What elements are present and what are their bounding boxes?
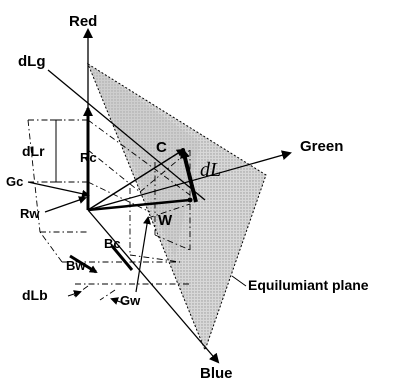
dL-label: dL <box>200 159 221 181</box>
Bw-label: Bw <box>66 258 86 273</box>
dLb-arrow-right <box>110 297 127 305</box>
construction-lines <box>27 119 191 301</box>
Rw-pointer <box>44 196 87 213</box>
Rc-label: Rc <box>80 150 97 165</box>
red-axis-label: Red <box>69 13 97 30</box>
dLr-label: dLr <box>22 143 45 159</box>
Gc-label: Gc <box>6 174 23 189</box>
dLb-label: dLb <box>22 287 48 303</box>
blue-axis <box>87 209 220 364</box>
W-label: W <box>158 212 173 229</box>
Gw-pointer <box>135 216 151 293</box>
equiluminant-plane-label: Equilumiant plane <box>248 277 369 293</box>
C-label: C <box>156 139 167 156</box>
Rw-label: Rw <box>20 206 40 221</box>
Bc-label: Bc <box>104 236 121 251</box>
W-point <box>187 197 193 203</box>
W-vector <box>87 198 191 212</box>
dLg-label: dLg <box>18 53 46 70</box>
Gw-label: Gw <box>120 293 141 308</box>
Bc-vector <box>110 245 134 271</box>
Gc-pointer <box>27 181 90 198</box>
Bw-vector <box>69 254 98 274</box>
dL-vector <box>180 148 198 203</box>
C-vector <box>87 148 185 211</box>
dLg-direction-line <box>47 69 206 201</box>
blue-axis-label: Blue <box>200 365 233 382</box>
C-point <box>181 148 185 152</box>
equiluminant-plane <box>86 62 267 352</box>
dLb-arrow-left <box>67 290 82 298</box>
plane-label-pointer <box>231 275 247 287</box>
green-axis-label: Green <box>300 138 343 155</box>
